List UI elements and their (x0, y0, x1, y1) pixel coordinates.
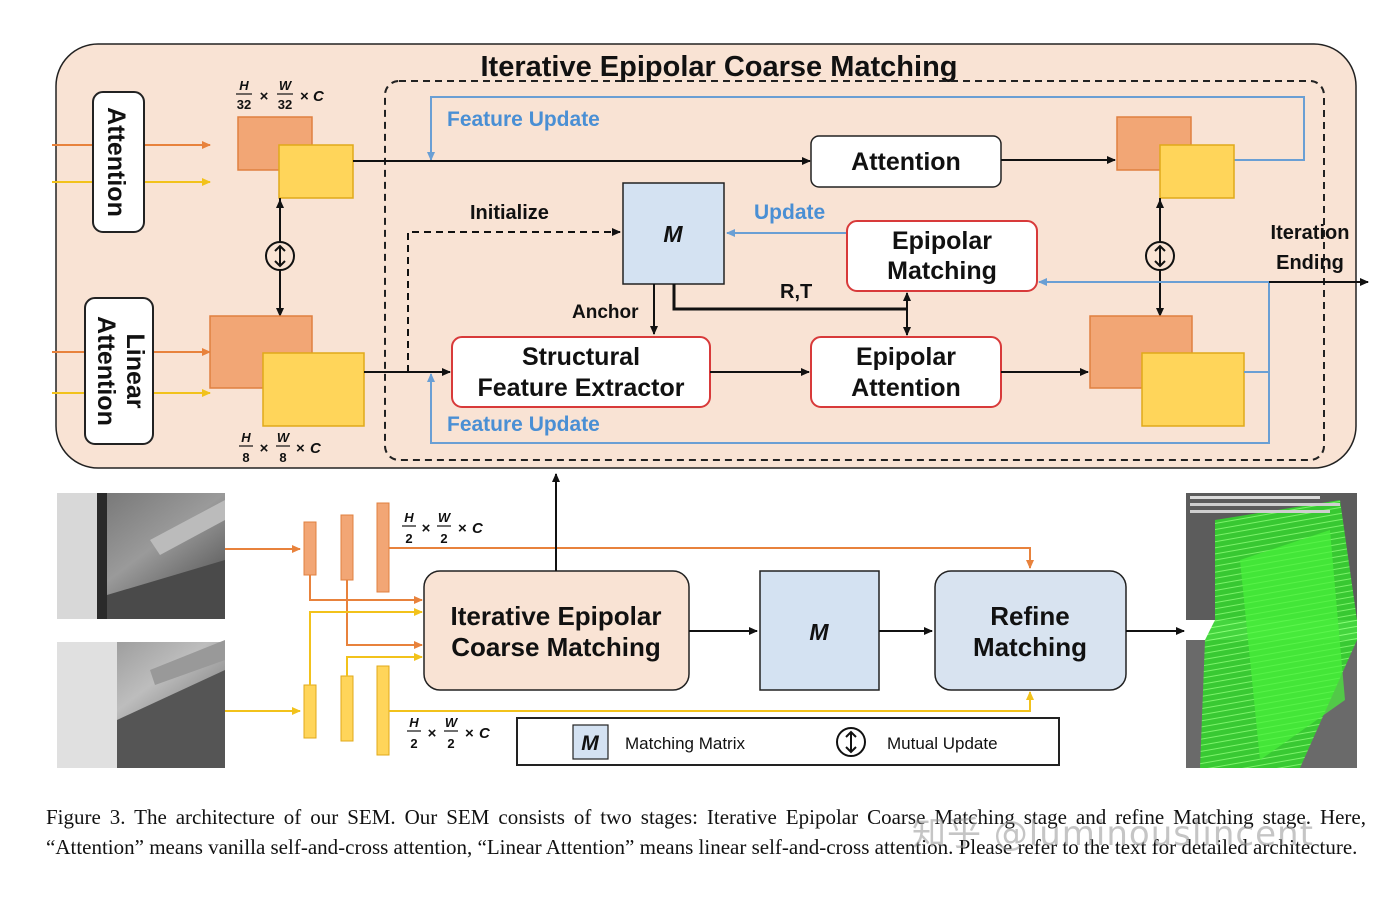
attention-box (810, 135, 1002, 188)
legend-matrix-symbol: M (581, 732, 599, 755)
orange-bar-2 (340, 514, 354, 581)
dim-label-2-top: H 2 × W 2 × C (402, 510, 484, 546)
svg-text:×: × (422, 520, 431, 537)
orange-bar2-to-iecm (346, 580, 423, 649)
feature-update-top-label: Feature Update (447, 108, 600, 131)
sfe-line1: Structural (522, 343, 640, 371)
epipolar-attention-line2: Attention (851, 374, 961, 402)
feature-block-yellow-top-right (1159, 144, 1235, 199)
svg-text:×: × (465, 725, 474, 742)
svg-text:H: H (241, 430, 251, 445)
svg-text:W: W (445, 715, 459, 730)
feature-block-yellow-bottom-left (262, 352, 365, 427)
dim-label-8: H 8 × W 8 × C (239, 430, 322, 465)
attention-label: Attention (102, 107, 130, 217)
legend-matrix-text: Matching Matrix (625, 734, 745, 753)
attention-box-label: Attention (851, 148, 961, 176)
input-image-top (57, 493, 225, 619)
linear-label-line1: Linear (121, 333, 149, 408)
yellow-bar1-to-iecm (309, 608, 423, 685)
iteration-region (384, 80, 1325, 461)
svg-text:H: H (239, 78, 249, 93)
legend-matrix-swatch (572, 724, 609, 760)
matrix-m-label: M (663, 221, 683, 247)
iecm-line1: Iterative Epipolar (451, 601, 662, 631)
feature-update-loop-top (427, 96, 1305, 161)
svg-text:×: × (260, 88, 269, 105)
orange-bar1-to-iecm (309, 575, 423, 604)
svg-text:32: 32 (278, 97, 292, 112)
linear-attention-label-box (84, 297, 154, 445)
orange-bar3-to-refine (389, 547, 1034, 569)
rt-label: R,T (780, 281, 812, 303)
attention-label-box (92, 91, 145, 233)
matrix-m-box (622, 182, 725, 285)
yellow-bar-2 (340, 675, 354, 742)
iteration-label-2: Ending (1276, 252, 1344, 274)
dim-label-32: H 32 × W 32 × C (236, 78, 325, 112)
orange-bar-1 (303, 521, 317, 576)
epipolar-matching-line1: Epipolar (892, 227, 992, 255)
svg-text:×: × (260, 440, 269, 457)
yellow-bar2-to-iecm (346, 653, 423, 676)
update-label: Update (754, 201, 825, 224)
svg-text:×: × (428, 725, 437, 742)
pipeline-matrix-label: M (809, 619, 829, 645)
iteration-label-1: Iteration (1271, 222, 1350, 244)
svg-text:2: 2 (405, 531, 412, 546)
legend-mutual-text: Mutual Update (887, 734, 998, 753)
svg-text:×: × (458, 520, 467, 537)
svg-text:×: × (296, 440, 305, 457)
svg-text:2: 2 (447, 736, 454, 751)
linear-label-line2: Attention (92, 316, 120, 426)
architecture-diagram: Iterative Epipolar Coarse Matching Atten… (52, 43, 1369, 768)
figure-caption: Figure 3. The architecture of our SEM. O… (46, 805, 1366, 859)
svg-text:2: 2 (440, 531, 447, 546)
svg-text:32: 32 (237, 97, 251, 112)
yellow-bar3-to-refine (389, 691, 1034, 712)
feature-update-loop-bottom (427, 371, 1270, 444)
pipeline-matrix-box (759, 570, 880, 691)
svg-text:W: W (438, 510, 452, 525)
input-image-bottom (57, 640, 225, 768)
svg-text:C: C (313, 88, 325, 105)
panel-title: Iterative Epipolar Coarse Matching (480, 51, 957, 83)
svg-text:C: C (310, 440, 322, 457)
initialize-label: Initialize (470, 202, 549, 224)
epipolar-matching-box (846, 220, 1038, 292)
refine-line1: Refine (990, 601, 1069, 631)
output-matches-image (1186, 493, 1357, 768)
orange-bar-3 (376, 502, 390, 593)
svg-text:H: H (409, 715, 419, 730)
svg-text:8: 8 (279, 450, 286, 465)
svg-text:W: W (277, 430, 291, 445)
svg-text:C: C (479, 725, 491, 742)
feature-block-yellow-top-left (278, 144, 354, 199)
yellow-bar-1 (303, 684, 317, 739)
svg-text:2: 2 (410, 736, 417, 751)
refine-line2: Matching (973, 632, 1087, 662)
initialize-arrow (407, 228, 621, 372)
watermark: 知乎 @luminouslincent (912, 814, 1314, 854)
svg-text:×: × (300, 88, 309, 105)
feature-update-bottom-label: Feature Update (447, 413, 600, 436)
epipolar-attention-line1: Epipolar (856, 343, 956, 371)
dim-label-2-bottom: H 2 × W 2 × C (407, 715, 491, 751)
svg-text:C: C (472, 520, 484, 537)
svg-text:H: H (404, 510, 414, 525)
svg-text:8: 8 (242, 450, 249, 465)
sfe-line2: Feature Extractor (477, 374, 684, 402)
svg-text:W: W (279, 78, 293, 93)
epipolar-matching-line2: Matching (887, 257, 997, 285)
feature-block-yellow-bottom-right (1141, 352, 1245, 427)
anchor-label: Anchor (572, 302, 639, 323)
yellow-bar-3 (376, 665, 390, 756)
rt-line (672, 284, 907, 311)
iecm-line2: Coarse Matching (451, 632, 661, 662)
